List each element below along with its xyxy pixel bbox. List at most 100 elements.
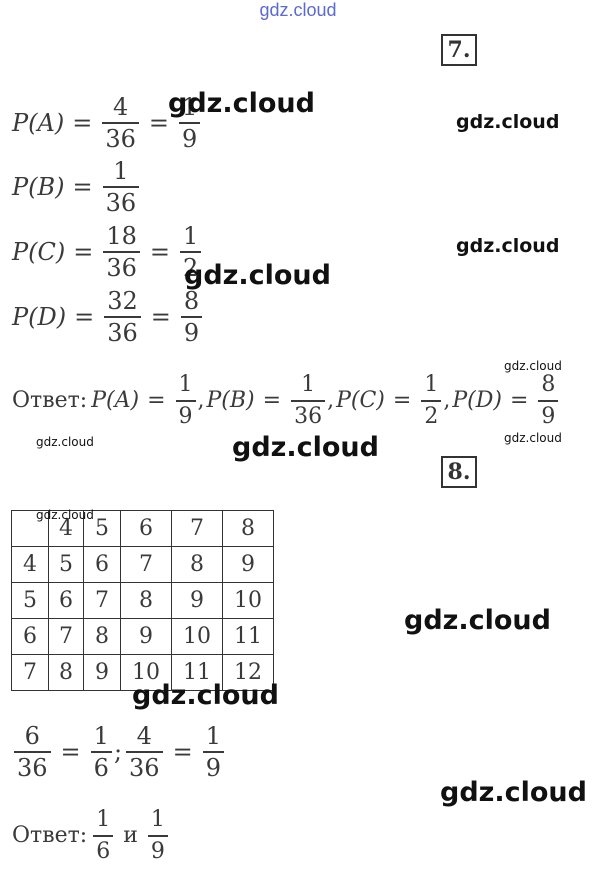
table-cell: 6	[120, 510, 172, 547]
denominator: 36	[294, 403, 323, 429]
table-cell: 7	[48, 618, 84, 655]
numerator: 8	[541, 372, 556, 397]
table-cell: 10	[120, 654, 172, 691]
lhs: P(D)	[12, 302, 67, 331]
lhs: P(A)	[91, 388, 140, 414]
task-7-number: 7.	[441, 34, 477, 66]
conjunction: и	[123, 823, 138, 849]
denominator: 36	[107, 318, 138, 347]
watermark: gdz.cloud	[36, 508, 94, 522]
denominator: 36	[106, 253, 137, 282]
table-cell: 7	[120, 546, 172, 583]
answer-label: Ответ:	[12, 823, 88, 849]
table-cell: 6	[48, 582, 84, 619]
table-cell: 4	[48, 510, 84, 547]
top-watermark: gdz.cloud	[259, 0, 337, 20]
denominator: 36	[105, 188, 137, 217]
table-cell: 8	[222, 510, 274, 547]
numerator: 1	[150, 807, 165, 832]
denominator: 9	[205, 753, 221, 782]
equals-sign: =	[148, 108, 169, 137]
table-cell: 4	[11, 546, 49, 583]
table-cell: 8	[83, 618, 121, 655]
watermark: gdz.cloud	[132, 680, 279, 711]
watermark: gdz.cloud	[404, 605, 551, 636]
comma: ,	[443, 388, 451, 414]
watermark: gdz.cloud	[456, 235, 560, 257]
numerator: 1	[113, 157, 129, 185]
lhs: P(B)	[206, 388, 255, 414]
numerator: 1	[96, 807, 111, 832]
table-cell: 10	[222, 582, 274, 619]
numerator: 1	[183, 222, 199, 250]
table-cell: 8	[120, 582, 172, 619]
numerator: 8	[183, 287, 200, 315]
equals-sign: =	[147, 388, 166, 414]
table-cell: 5	[48, 546, 84, 583]
numerator: 1	[301, 372, 316, 397]
table-cell: 7	[83, 582, 121, 619]
denominator: 2	[183, 253, 199, 282]
table-cell: 6	[11, 618, 49, 655]
watermark: gdz.cloud	[168, 88, 315, 119]
denominator: 9	[150, 838, 165, 864]
denominator: 6	[93, 753, 109, 782]
equals-sign: =	[74, 302, 95, 331]
equals-sign: =	[150, 302, 171, 331]
denominator: 36	[17, 753, 48, 782]
table-cell: 8	[171, 546, 223, 583]
lhs: P(C)	[336, 388, 385, 414]
numerator: 18	[106, 222, 137, 250]
denominator: 2	[424, 403, 439, 429]
lhs: P(B)	[12, 172, 65, 201]
numerator: 4	[136, 722, 152, 750]
lhs: P(D)	[452, 388, 502, 414]
numerator: 1	[181, 93, 198, 121]
numerator: 1	[424, 372, 439, 397]
watermark: gdz.cloud	[232, 432, 379, 463]
equals-sign: =	[149, 237, 171, 266]
numerator: 6	[24, 722, 40, 750]
numerator: 1	[178, 372, 193, 397]
answer-label: Ответ:	[12, 388, 88, 414]
watermark: gdz.cloud	[36, 435, 94, 449]
equals-sign: =	[73, 237, 94, 266]
equals-sign: =	[72, 172, 93, 201]
semicolon: ;	[113, 737, 123, 766]
lhs: P(A)	[12, 108, 65, 137]
numerator: 4	[112, 93, 129, 121]
equals-sign: =	[72, 108, 93, 137]
watermark: gdz.cloud	[184, 260, 331, 291]
denominator: 36	[129, 753, 160, 782]
table-cell: 8	[48, 654, 84, 691]
table-cell: 5	[11, 582, 49, 619]
table-cell: 9	[120, 618, 172, 655]
denominator: 9	[178, 403, 193, 429]
denominator: 9	[181, 124, 198, 153]
numerator: 1	[205, 722, 221, 750]
comma: ,	[197, 388, 205, 414]
lhs: P(C)	[12, 237, 66, 266]
